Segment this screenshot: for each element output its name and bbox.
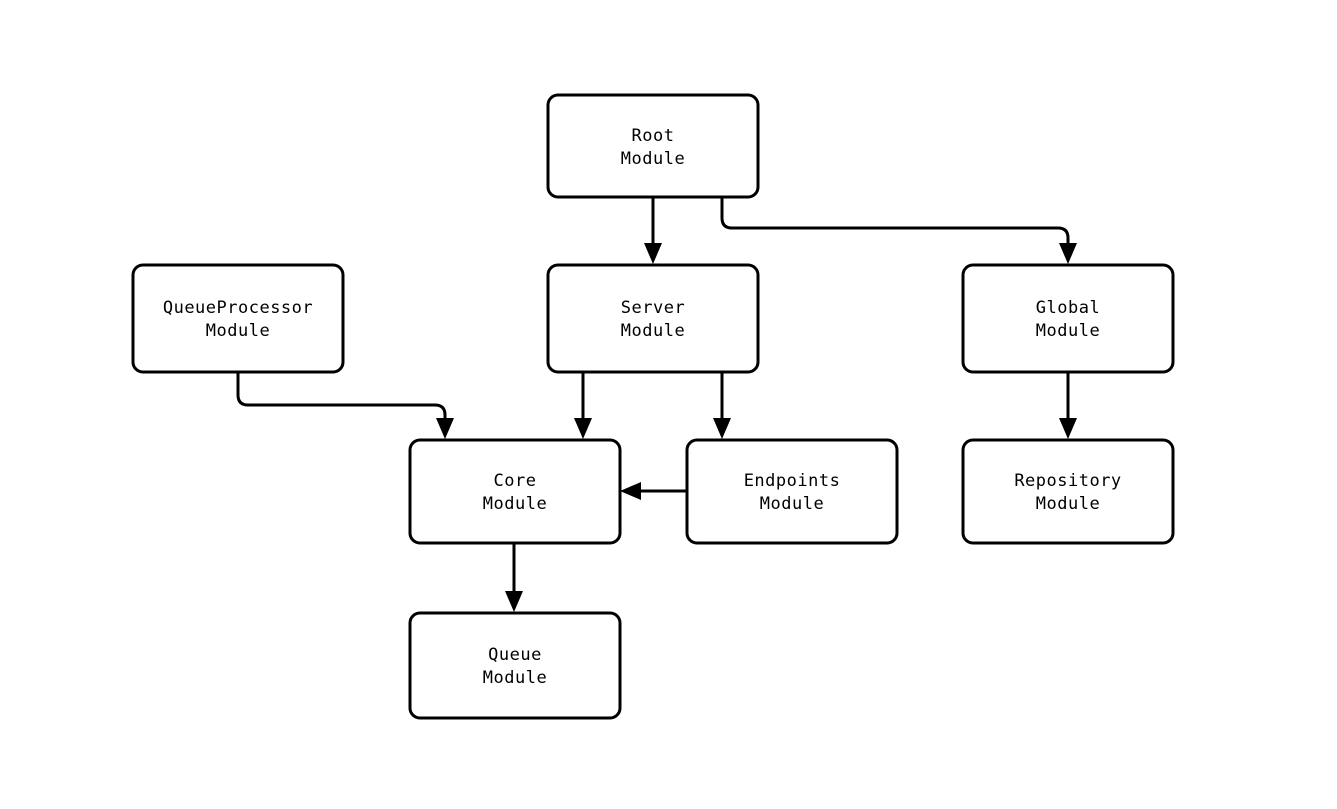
node-box[interactable] xyxy=(408,438,622,545)
node-box[interactable] xyxy=(131,263,345,374)
node-box[interactable] xyxy=(961,263,1175,374)
edge-server-to-core xyxy=(574,372,592,439)
node-label-line1: Repository xyxy=(1014,471,1121,491)
node-label-line1: Queue xyxy=(488,645,542,665)
arrowhead-down-icon xyxy=(713,418,731,439)
node-label-line2: Module xyxy=(621,149,685,169)
edge-layer xyxy=(236,197,1077,612)
node-queueprocessor-module[interactable]: QueueProcessor Module xyxy=(131,263,345,374)
edge-queueprocessor-to-core xyxy=(236,372,454,439)
node-box[interactable] xyxy=(546,93,760,199)
arrowhead-down-icon xyxy=(1059,418,1077,439)
arrowhead-down-icon xyxy=(644,243,662,264)
node-label-line2: Module xyxy=(483,668,547,688)
arrowhead-down-icon xyxy=(505,591,523,612)
node-box[interactable] xyxy=(546,263,760,374)
node-endpoints-module[interactable]: Endpoints Module xyxy=(685,438,899,545)
node-global-module[interactable]: Global Module xyxy=(961,263,1175,374)
node-label-line1: Server xyxy=(621,298,685,318)
node-label-line2: Module xyxy=(206,321,270,341)
node-server-module[interactable]: Server Module xyxy=(546,263,760,374)
edge-root-to-global xyxy=(720,197,1077,264)
node-box[interactable] xyxy=(961,438,1175,545)
arrowhead-down-icon xyxy=(436,418,454,439)
edge-endpoints-to-core xyxy=(620,482,687,500)
node-label-line2: Module xyxy=(621,321,685,341)
node-label-line2: Module xyxy=(760,494,824,514)
node-repository-module[interactable]: Repository Module xyxy=(961,438,1175,545)
node-layer: Root Module QueueProcessor Module Server… xyxy=(131,93,1175,720)
arrowhead-down-icon xyxy=(574,418,592,439)
node-label-line2: Module xyxy=(1036,321,1100,341)
node-label-line1: QueueProcessor xyxy=(163,298,313,318)
edge-line xyxy=(720,197,1070,249)
node-label-line1: Core xyxy=(494,471,537,491)
node-box[interactable] xyxy=(408,611,622,720)
node-label-line1: Endpoints xyxy=(744,471,841,491)
edge-server-to-endpoints xyxy=(713,372,731,439)
edge-root-to-server xyxy=(644,197,662,264)
node-queue-module[interactable]: Queue Module xyxy=(408,611,622,720)
edge-line xyxy=(236,372,447,424)
node-box[interactable] xyxy=(685,438,899,545)
node-root-module[interactable]: Root Module xyxy=(546,93,760,199)
node-core-module[interactable]: Core Module xyxy=(408,438,622,545)
node-label-line1: Global xyxy=(1036,298,1100,318)
node-label-line2: Module xyxy=(483,494,547,514)
edge-core-to-queue xyxy=(505,543,523,612)
edge-global-to-repository xyxy=(1059,372,1077,439)
node-label-line2: Module xyxy=(1036,494,1100,514)
arrowhead-left-icon xyxy=(620,482,641,500)
node-label-line1: Root xyxy=(632,126,675,146)
arrowhead-down-icon xyxy=(1059,243,1077,264)
